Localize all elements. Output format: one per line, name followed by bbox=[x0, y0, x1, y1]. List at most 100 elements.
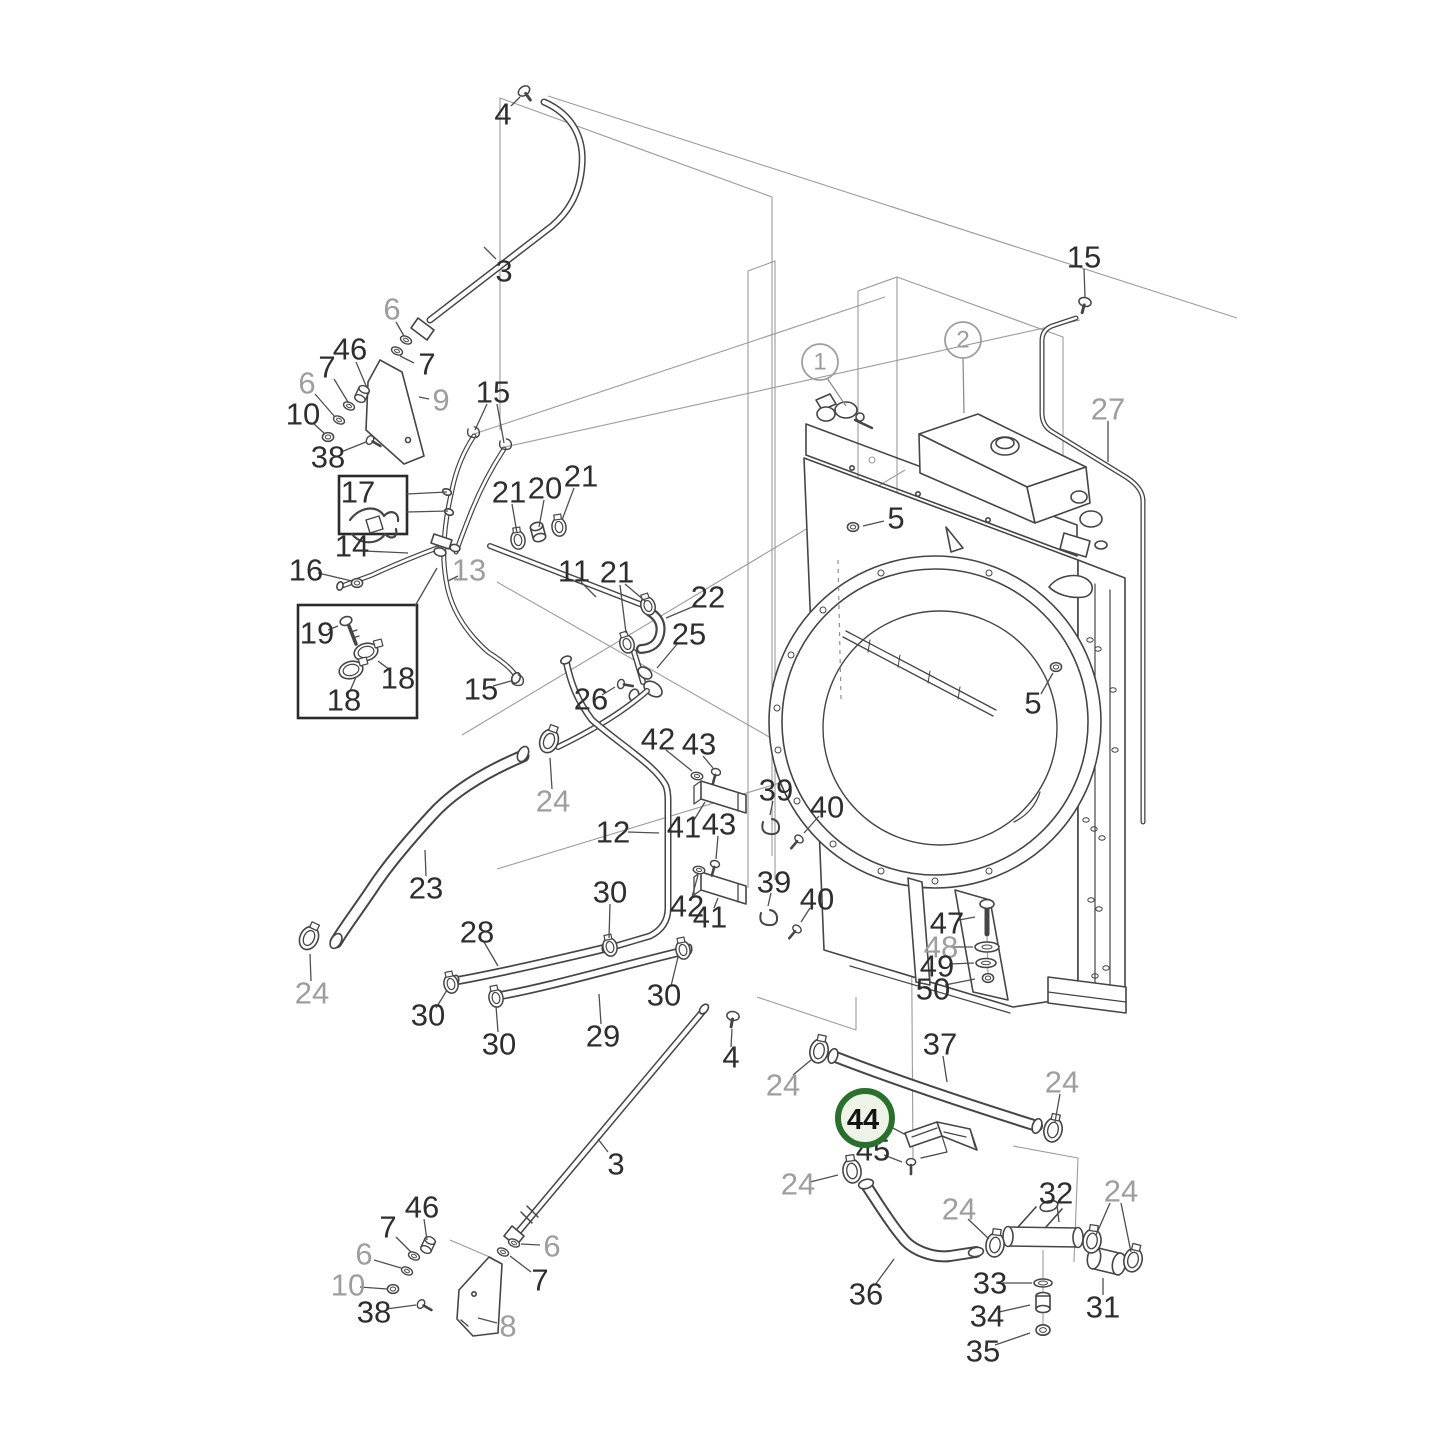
screw-26 bbox=[615, 677, 635, 692]
part-label-4: 4 bbox=[722, 1040, 739, 1075]
part-label-3: 3 bbox=[495, 254, 512, 289]
part-label-24: 24 bbox=[1045, 1065, 1079, 1100]
part-label-11: 11 bbox=[558, 554, 590, 589]
inset-box-frames bbox=[296, 474, 419, 720]
orientation-arrow bbox=[945, 526, 964, 553]
clip-detail-17 bbox=[348, 507, 400, 544]
part-label-6: 6 bbox=[355, 1237, 372, 1272]
part-label-21: 21 bbox=[600, 555, 634, 590]
part-label-29: 29 bbox=[586, 1019, 620, 1054]
part-label-42: 42 bbox=[641, 722, 675, 757]
radiator-assembly bbox=[768, 393, 1127, 1014]
part-label-39: 39 bbox=[757, 865, 791, 900]
part-label-27: 27 bbox=[1091, 392, 1125, 427]
part-label-16: 16 bbox=[289, 553, 323, 588]
part-label-41: 41 bbox=[693, 900, 727, 935]
callout-number-2: 2 bbox=[956, 327, 969, 354]
fan-shroud-ring bbox=[768, 555, 1102, 889]
part-label-15: 15 bbox=[476, 375, 510, 410]
hose-clip-39a bbox=[761, 818, 781, 836]
part-label-5: 5 bbox=[887, 501, 904, 536]
nut-5b bbox=[1049, 661, 1063, 673]
part-label-36: 36 bbox=[849, 1277, 883, 1312]
part-label-35: 35 bbox=[966, 1334, 1000, 1369]
support-bracket-9 bbox=[365, 359, 425, 465]
part-label-33: 33 bbox=[973, 1266, 1007, 1301]
bolt-4-upper bbox=[514, 82, 537, 106]
part-label-34: 34 bbox=[970, 1299, 1004, 1334]
hook-bracket bbox=[1048, 574, 1093, 599]
part-label-28: 28 bbox=[460, 915, 494, 950]
part-label-21: 21 bbox=[492, 475, 526, 510]
part-label-46: 46 bbox=[405, 1190, 439, 1225]
part-label-4: 4 bbox=[494, 97, 511, 132]
part-label-20: 20 bbox=[528, 471, 562, 506]
pipe-bracket-41-upper bbox=[693, 780, 747, 814]
part-label-12: 12 bbox=[596, 815, 630, 850]
part-label-49: 49 bbox=[920, 949, 954, 984]
inset-box-content bbox=[338, 491, 449, 680]
highlighted-part-callout[interactable]: 44 bbox=[835, 1088, 907, 1148]
highlight-ring-44[interactable] bbox=[835, 1088, 895, 1148]
part-label-37: 37 bbox=[923, 1027, 957, 1062]
part-label-24: 24 bbox=[766, 1068, 800, 1103]
bolt-45 bbox=[905, 1157, 917, 1176]
hose-bracket-44 bbox=[904, 1121, 978, 1159]
part-label-13: 13 bbox=[452, 553, 486, 588]
support-bracket-8 bbox=[456, 1256, 503, 1337]
tube-junction-cluster bbox=[430, 487, 461, 557]
part-label-30: 30 bbox=[647, 978, 681, 1013]
callout-circle-1 bbox=[801, 343, 839, 381]
hose-clip-39b bbox=[759, 909, 779, 927]
part-label-30: 30 bbox=[411, 998, 445, 1033]
part-label-47: 47 bbox=[930, 906, 964, 941]
part-label-39: 39 bbox=[759, 773, 793, 808]
brackets-and-hardware bbox=[294, 82, 1147, 1337]
leader-lines bbox=[309, 96, 1132, 1346]
part-label-24: 24 bbox=[942, 1192, 976, 1227]
callout-circle-2 bbox=[944, 321, 982, 359]
part-label-15: 15 bbox=[1067, 240, 1101, 275]
part-label-50: 50 bbox=[916, 972, 950, 1007]
part-label-3: 3 bbox=[607, 1147, 624, 1182]
part-label-14: 14 bbox=[335, 529, 369, 564]
part-label-40: 40 bbox=[810, 790, 844, 825]
part-label-7: 7 bbox=[318, 350, 335, 385]
pipe-bracket-41-lower bbox=[693, 871, 747, 905]
part-label-41: 41 bbox=[667, 810, 701, 845]
clamp-detail-18-19 bbox=[338, 615, 384, 680]
part-label-19: 19 bbox=[300, 616, 334, 651]
part-label-24: 24 bbox=[536, 784, 570, 819]
part-label-30: 30 bbox=[593, 875, 627, 910]
radiator-inlet-fitting bbox=[815, 393, 874, 430]
part-label-24: 24 bbox=[295, 976, 329, 1011]
bolt-4-lower bbox=[723, 1009, 742, 1030]
part-label-30: 30 bbox=[482, 1027, 516, 1062]
inset-detail-box-2 bbox=[296, 603, 419, 720]
part-label-38: 38 bbox=[357, 1295, 391, 1330]
nut-5a bbox=[846, 521, 860, 533]
part-label-17: 17 bbox=[341, 475, 375, 510]
part-label-8: 8 bbox=[499, 1309, 516, 1344]
part-label-23: 23 bbox=[409, 871, 443, 906]
tubes-and-hoses bbox=[329, 98, 1146, 1337]
part-label-38: 38 bbox=[311, 440, 345, 475]
part-label-7: 7 bbox=[418, 347, 435, 382]
part-label-6: 6 bbox=[298, 366, 315, 401]
highlight-label-44: 44 bbox=[847, 1104, 879, 1136]
mounting-bolt-stack bbox=[974, 898, 1000, 984]
part-label-43: 43 bbox=[702, 807, 736, 842]
radiator-hose-23 bbox=[329, 749, 530, 949]
part-label-48: 48 bbox=[924, 930, 958, 965]
bolt-15-top bbox=[1074, 294, 1094, 316]
nut-16 bbox=[350, 577, 364, 589]
part-label-9: 9 bbox=[432, 383, 449, 418]
part-label-32: 32 bbox=[1039, 1176, 1073, 1211]
part-label-6: 6 bbox=[543, 1229, 560, 1264]
callout-number-1: 1 bbox=[813, 349, 826, 376]
part-label-43: 43 bbox=[682, 727, 716, 762]
part-label-42: 42 bbox=[670, 889, 704, 924]
part-label-7: 7 bbox=[379, 1210, 396, 1245]
